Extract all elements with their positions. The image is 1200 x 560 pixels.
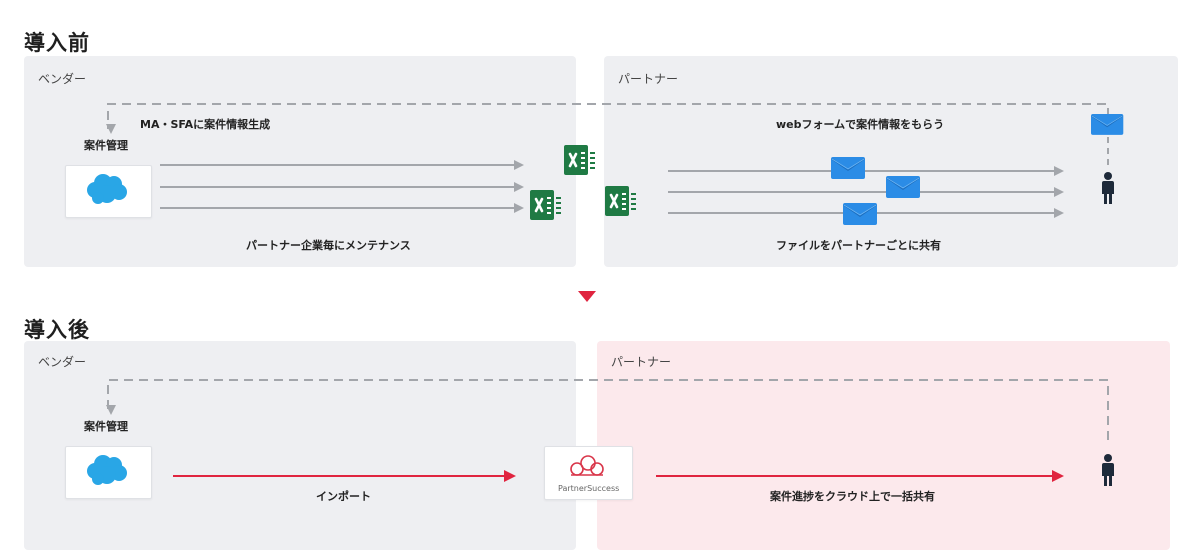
before-crm-card bbox=[65, 165, 152, 218]
partnersuccess-card: PartnerSuccess bbox=[544, 446, 633, 500]
mail-icon bbox=[842, 202, 878, 226]
before-loop-dashed-arrow bbox=[106, 103, 1109, 134]
after-partner-panel: パートナー bbox=[597, 341, 1170, 550]
after-crm-label: 案件管理 bbox=[84, 420, 128, 433]
before-vendor-panel: ベンダー bbox=[24, 56, 576, 267]
mail-icon bbox=[1090, 113, 1125, 136]
before-section-title: 導入前 bbox=[24, 31, 90, 55]
before-partner-panel: パートナー bbox=[604, 56, 1178, 267]
before-crm-label: 案件管理 bbox=[84, 139, 128, 152]
mail-icon bbox=[885, 175, 921, 199]
before-partner-loop-label: webフォームで案件情報をもらう bbox=[776, 118, 945, 131]
before-vendor-flow-label: パートナー企業毎にメンテナンス bbox=[246, 239, 411, 252]
before-vendor-label: ベンダー bbox=[38, 72, 87, 86]
after-loop-dashed-arrow bbox=[106, 379, 1109, 440]
after-vendor-panel: ベンダー bbox=[24, 341, 576, 550]
excel-icon bbox=[528, 188, 563, 222]
before-person-icon bbox=[1102, 172, 1114, 204]
after-person-icon bbox=[1102, 454, 1114, 486]
partnersuccess-logo-icon bbox=[570, 455, 604, 476]
mail-icon bbox=[830, 156, 866, 180]
before-salesforce-cloud-icon bbox=[87, 174, 127, 204]
after-share-label: 案件進捗をクラウド上で一括共有 bbox=[770, 490, 935, 503]
after-vendor-label: ベンダー bbox=[38, 355, 87, 369]
down-triangle-icon bbox=[578, 291, 596, 302]
after-salesforce-cloud-icon bbox=[87, 455, 127, 485]
before-vendor-loop-label: MA・SFAに案件情報生成 bbox=[140, 118, 271, 131]
excel-icon bbox=[603, 184, 638, 218]
after-import-label: インポート bbox=[316, 490, 371, 503]
before-partner-label: パートナー bbox=[618, 72, 679, 86]
after-section-title: 導入後 bbox=[24, 318, 90, 342]
after-partner-label: パートナー bbox=[611, 355, 672, 369]
excel-icon bbox=[562, 143, 597, 177]
before-partner-flow-label: ファイルをパートナーごとに共有 bbox=[776, 239, 941, 252]
partnersuccess-logo-text: PartnerSuccess bbox=[558, 484, 620, 493]
